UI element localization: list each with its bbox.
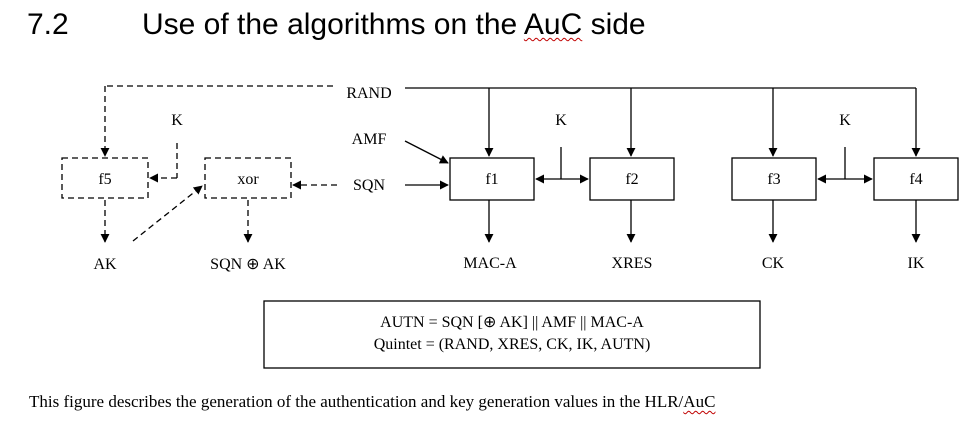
ak-to-xor-arrow — [132, 185, 203, 242]
mac-a-output-label: MAC-A — [463, 255, 517, 272]
ck-output-label: CK — [762, 255, 785, 272]
xor-box — [204, 157, 292, 199]
formula-box: AUTN = SQN [⊕ AK] || AMF || MAC-A Quinte… — [263, 300, 761, 369]
section-title-text: Use of the algorithms on the — [142, 8, 524, 41]
rand-label: RAND — [346, 85, 391, 102]
section-title: Use of the algorithms on the AuC side — [142, 8, 646, 42]
sqn-xor-ak-output-label: SQN ⊕ AK — [210, 256, 286, 273]
k-label-f3-f4: K — [839, 112, 851, 129]
quintet-formula: Quintet = (RAND, XRES, CK, IK, AUTN) — [374, 336, 651, 353]
figure-caption: This figure describes the generation of … — [29, 392, 715, 412]
amf-label: AMF — [352, 131, 387, 148]
f3-box — [731, 157, 817, 201]
formula-frame — [263, 300, 761, 369]
dashed-connectors — [100, 85, 337, 243]
function-boxes — [61, 157, 959, 201]
ik-output-label: IK — [908, 255, 925, 272]
f4-box — [873, 157, 959, 201]
amf-to-f1-arrow — [404, 140, 449, 164]
ak-output-label: AK — [93, 256, 117, 273]
spellcheck-marked-word: AuC — [523, 8, 583, 41]
k-label-f5: K — [171, 112, 183, 129]
f5-label: f5 — [98, 171, 111, 188]
auc-algorithm-diagram: RAND AMF SQN K K K f5 xor f1 f2 f3 f4 AK… — [61, 85, 959, 369]
xres-output-label: XRES — [612, 255, 653, 272]
f2-label: f2 — [625, 171, 638, 188]
solid-connectors — [404, 87, 921, 243]
f2-box — [589, 157, 675, 201]
xor-label: xor — [237, 171, 259, 188]
caption-spellcheck-word: AuC — [683, 392, 716, 411]
f3-label: f3 — [767, 171, 780, 188]
sqn-label: SQN — [353, 177, 385, 194]
section-title-end: side — [582, 8, 646, 41]
k-label-f1-f2: K — [555, 112, 567, 129]
f5-box — [61, 157, 149, 199]
section-number: 7.2 — [27, 8, 69, 41]
f1-box — [449, 157, 535, 201]
f1-label: f1 — [485, 171, 498, 188]
figure-caption-text: This figure describes the generation of … — [29, 392, 684, 411]
labels: RAND AMF SQN K K K f5 xor f1 f2 f3 f4 AK… — [93, 85, 924, 273]
f4-label: f4 — [909, 171, 922, 188]
autn-formula: AUTN = SQN [⊕ AK] || AMF || MAC-A — [380, 314, 644, 331]
